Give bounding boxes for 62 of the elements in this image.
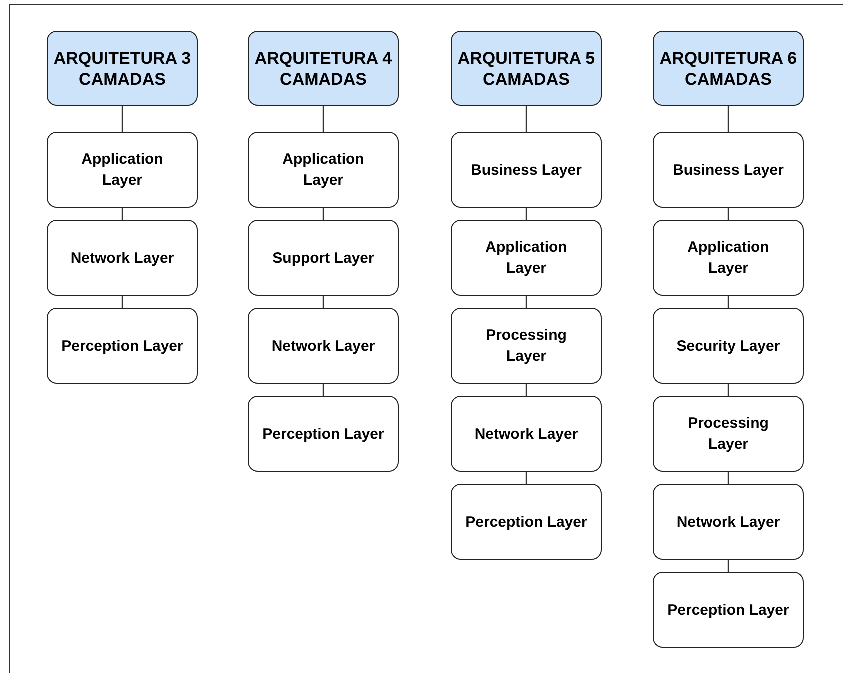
header-box — [47, 31, 198, 106]
header-box — [451, 31, 602, 106]
connector-line — [526, 472, 528, 484]
layer-box — [653, 132, 804, 208]
layer-label: Network Layer — [676, 512, 782, 532]
layer-label: Perception Layer — [464, 512, 588, 532]
connector-line — [122, 106, 124, 132]
layer-label: Security Layer — [676, 336, 782, 356]
header-text: ARQUITETURA 3 CAMADAS — [52, 48, 192, 90]
layer-box — [653, 308, 804, 384]
connector-line — [728, 106, 730, 132]
layer-label: Application Layer — [282, 150, 366, 191]
layer-label: Network Layer — [70, 248, 176, 268]
connector-line — [122, 296, 124, 308]
layer-label: Perception Layer — [262, 424, 386, 444]
header-text: ARQUITETURA 5 CAMADAS — [456, 48, 596, 90]
layer-box — [248, 396, 399, 472]
layer-label: Perception Layer — [666, 600, 790, 620]
layer-box — [653, 396, 804, 472]
layer-label: Application Layer — [80, 150, 164, 191]
connector-line — [728, 472, 730, 484]
connector-line — [322, 106, 324, 132]
layer-box — [47, 220, 198, 296]
layer-box — [653, 220, 804, 296]
connector-line — [526, 384, 528, 396]
layer-box — [47, 308, 198, 384]
connector-line — [728, 560, 730, 572]
connector-line — [728, 384, 730, 396]
layer-box — [653, 484, 804, 560]
connector-line — [322, 208, 324, 220]
connector-line — [526, 208, 528, 220]
layer-label: Application Layer — [686, 238, 770, 279]
header-box — [248, 31, 399, 106]
layer-label: Processing Layer — [687, 414, 770, 455]
layer-label: Business Layer — [672, 160, 785, 180]
layer-label: Network Layer — [474, 424, 580, 444]
layer-box — [653, 572, 804, 648]
connector-line — [322, 384, 324, 396]
header-text: ARQUITETURA 4 CAMADAS — [254, 48, 394, 90]
layer-label: Support Layer — [272, 248, 376, 268]
layer-box — [248, 308, 399, 384]
layer-box — [451, 484, 602, 560]
layer-box — [248, 220, 399, 296]
layer-label: Network Layer — [270, 336, 376, 356]
layer-box — [451, 396, 602, 472]
connector-line — [728, 296, 730, 308]
layer-label: Perception Layer — [60, 336, 184, 356]
connector-line — [526, 296, 528, 308]
connector-line — [322, 296, 324, 308]
connector-line — [728, 208, 730, 220]
layer-box — [451, 132, 602, 208]
layer-label: Business Layer — [470, 160, 583, 180]
layer-box — [451, 220, 602, 296]
header-text: ARQUITETURA 6 CAMADAS — [658, 48, 798, 90]
layer-box — [47, 132, 198, 208]
layer-label: Processing Layer — [485, 326, 568, 367]
connector-line — [122, 208, 124, 220]
header-box — [653, 31, 804, 106]
layer-box — [248, 132, 399, 208]
layer-label: Application Layer — [484, 238, 568, 279]
connector-line — [526, 106, 528, 132]
layer-box — [451, 308, 602, 384]
